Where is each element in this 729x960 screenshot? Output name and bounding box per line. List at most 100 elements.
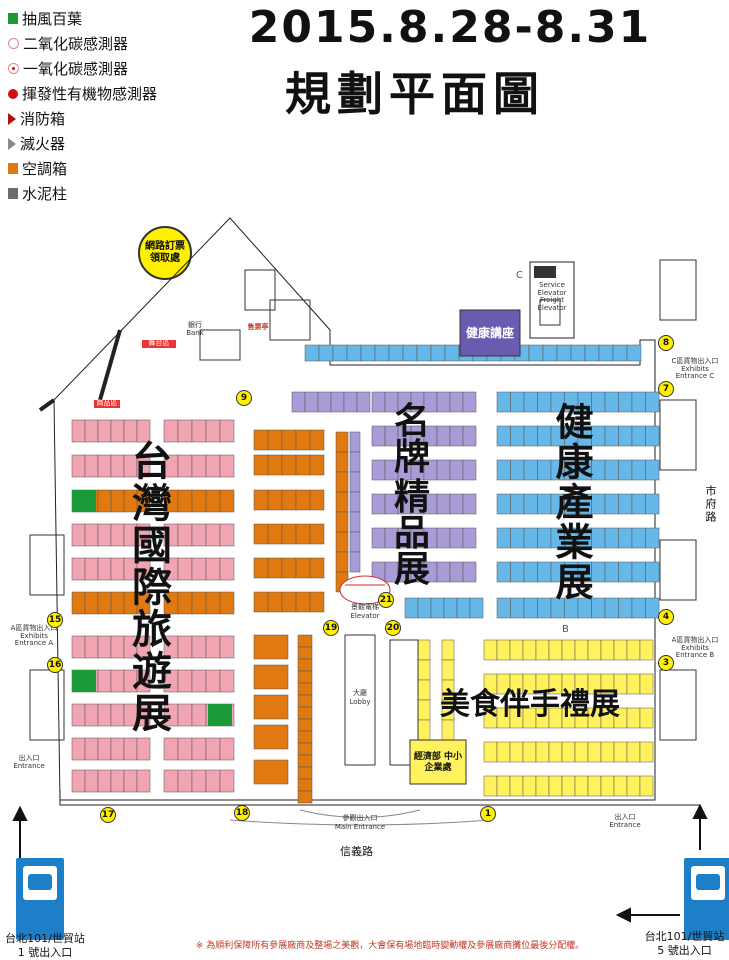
booth — [205, 557, 221, 581]
booth — [219, 635, 235, 659]
booth — [645, 597, 660, 619]
lecture-label: 健康講座 — [465, 326, 514, 340]
booth — [449, 425, 464, 447]
booth — [335, 431, 349, 453]
booth — [523, 459, 538, 481]
legend-item: 消防箱 — [8, 106, 228, 131]
booth — [253, 454, 269, 476]
booth — [219, 523, 235, 547]
booth — [84, 557, 99, 581]
booth — [136, 737, 151, 761]
booth — [639, 639, 654, 661]
booth — [97, 454, 112, 478]
booth — [267, 557, 283, 579]
booth — [483, 775, 498, 797]
booth — [483, 639, 498, 661]
legend-label: 消防箱 — [20, 110, 66, 128]
booth — [318, 344, 334, 362]
booth — [436, 459, 451, 481]
road-right: 市府路 — [704, 485, 717, 524]
booth — [587, 741, 602, 763]
booth — [253, 489, 269, 511]
booth — [297, 766, 313, 780]
metro-icon — [684, 858, 729, 940]
booth — [631, 561, 646, 583]
booth — [417, 659, 431, 681]
booth — [97, 557, 112, 581]
zone-brand-char: 名 — [393, 401, 430, 442]
booth — [483, 741, 498, 763]
booth — [335, 451, 349, 473]
booth — [436, 527, 451, 549]
booth — [219, 737, 235, 761]
booth — [522, 775, 537, 797]
booth — [177, 769, 193, 793]
booth — [639, 775, 654, 797]
booth — [177, 669, 193, 693]
booth — [561, 741, 576, 763]
booth — [645, 459, 660, 481]
booth — [496, 459, 511, 481]
booth — [110, 635, 125, 659]
booth — [253, 664, 289, 690]
booth — [177, 737, 193, 761]
booth — [574, 639, 589, 661]
marker: 21 — [378, 592, 394, 608]
booth — [604, 527, 619, 549]
booth — [510, 459, 525, 481]
booth — [604, 425, 619, 447]
booth — [591, 597, 606, 619]
booth — [205, 769, 221, 793]
booth — [335, 531, 349, 553]
booth — [297, 694, 313, 708]
booth — [297, 670, 313, 684]
booth — [618, 561, 633, 583]
booth — [417, 597, 432, 619]
booth — [462, 391, 477, 413]
booth — [496, 493, 511, 515]
booth — [267, 454, 283, 476]
booth — [523, 597, 538, 619]
booth — [205, 591, 221, 615]
booth — [523, 425, 538, 447]
booth — [436, 425, 451, 447]
page-title: 規劃平面圖 — [285, 67, 545, 121]
booth — [71, 557, 86, 581]
booth — [561, 639, 576, 661]
booth — [618, 597, 633, 619]
booth — [349, 511, 361, 533]
booth — [163, 769, 179, 793]
booth-green — [72, 670, 96, 692]
booth — [297, 790, 313, 804]
footer-note: ※ 為順利保障所有參展廠商及整場之美觀，大會保有場地臨時變動權及參展廠商攤位最後… — [195, 941, 585, 951]
booth — [349, 451, 361, 473]
booth — [177, 419, 193, 443]
marker: 9 — [236, 390, 252, 406]
legend-item: 抽風百葉 — [8, 6, 228, 31]
booth — [591, 493, 606, 515]
booth — [417, 699, 431, 721]
booth — [509, 741, 524, 763]
booth — [591, 527, 606, 549]
booth — [97, 669, 112, 693]
booth — [584, 344, 600, 362]
booth — [281, 557, 297, 579]
booth — [600, 741, 615, 763]
booth — [535, 639, 550, 661]
booth — [191, 489, 207, 513]
red-circle-icon — [8, 88, 18, 99]
booth — [522, 639, 537, 661]
booth — [618, 459, 633, 481]
booth — [205, 454, 221, 478]
booth — [449, 493, 464, 515]
booth — [436, 493, 451, 515]
lecture-area — [459, 309, 521, 357]
zone-brand-char: 展 — [393, 549, 430, 590]
booth — [556, 344, 572, 362]
lobby-label-cn: 大廳 — [353, 689, 367, 697]
booth-green — [72, 490, 96, 512]
booth — [618, 391, 633, 413]
marker: 18 — [234, 805, 250, 821]
legend: 抽風百葉 二氧化碳感測器 一氧化碳感測器 揮發性有機物感測器 消防箱 滅火器 空… — [8, 6, 228, 206]
